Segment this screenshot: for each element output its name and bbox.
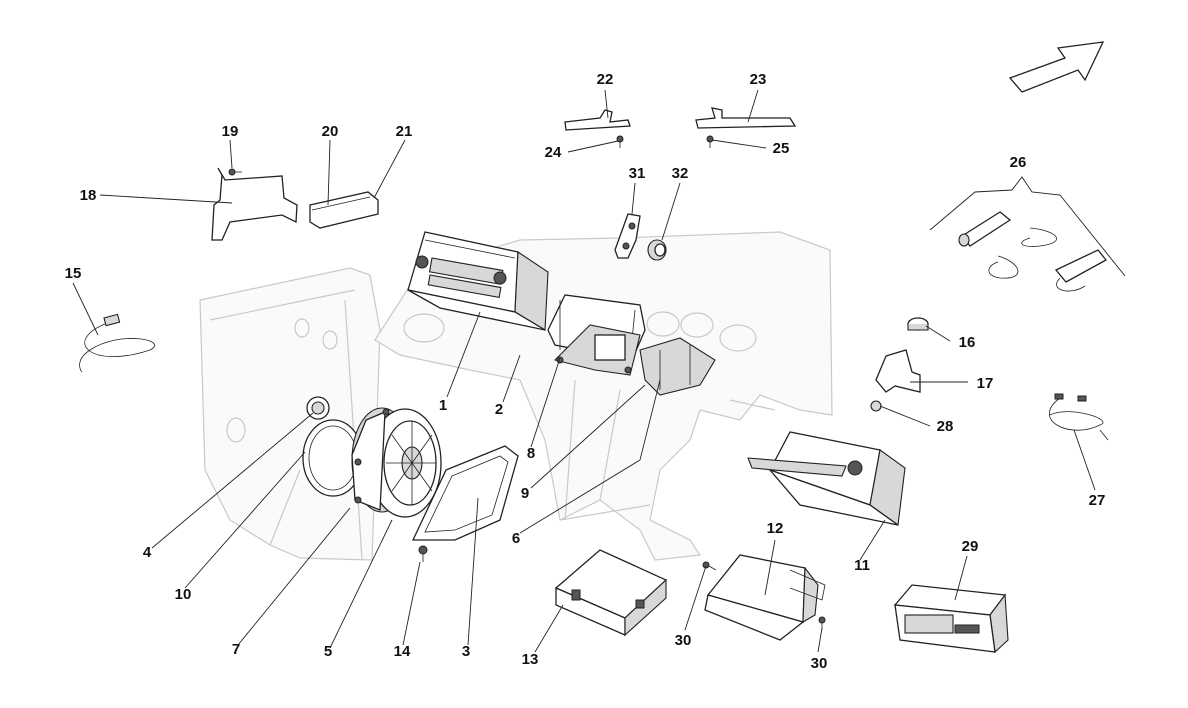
callout-28: 28 xyxy=(937,418,954,435)
callout-9: 9 xyxy=(521,485,529,502)
part-26-kit-group xyxy=(929,176,1126,292)
callout-31: 31 xyxy=(629,165,646,182)
callout-25: 25 xyxy=(773,140,790,157)
callout-21: 21 xyxy=(396,123,413,140)
callout-labels: 1 2 3 4 5 6 7 8 9 10 11 12 13 14 15 16 1… xyxy=(65,71,1106,672)
callout-15: 15 xyxy=(65,265,82,282)
callout-20: 20 xyxy=(322,123,339,140)
callout-26: 26 xyxy=(1010,154,1027,171)
callout-1: 1 xyxy=(439,397,447,414)
callout-14: 14 xyxy=(394,643,411,660)
callout-8: 8 xyxy=(527,445,535,462)
callout-2: 2 xyxy=(495,401,503,418)
part-15-cable xyxy=(79,313,155,373)
callout-17: 17 xyxy=(977,375,994,392)
callout-23: 23 xyxy=(750,71,767,88)
callout-27: 27 xyxy=(1089,492,1106,509)
callout-16: 16 xyxy=(959,334,976,351)
callout-24: 24 xyxy=(545,144,562,161)
callout-3: 3 xyxy=(462,643,470,660)
callout-5: 5 xyxy=(324,643,332,660)
callout-7: 7 xyxy=(232,641,240,658)
part-29-navigation-unit xyxy=(893,584,1009,654)
callout-30-left: 30 xyxy=(675,632,692,649)
part-31-clip xyxy=(614,213,641,259)
callout-13: 13 xyxy=(522,651,539,668)
direction-arrow-icon xyxy=(1008,41,1105,93)
part-7-woofer-bracket xyxy=(351,408,390,511)
part-9-bracket xyxy=(639,337,716,396)
part-20-module xyxy=(309,191,379,229)
part-13-amplifier xyxy=(554,549,668,637)
part-19-screw xyxy=(228,168,242,176)
part-23-bracket xyxy=(695,107,797,129)
part-11-head-unit xyxy=(747,431,906,526)
part-6-support xyxy=(559,504,651,521)
part-30-screw-right xyxy=(818,616,826,630)
part-32-grommet xyxy=(647,239,667,261)
part-1-radio-head-unit xyxy=(407,231,549,331)
callout-32: 32 xyxy=(672,165,689,182)
part-18-bracket-plate xyxy=(211,167,298,241)
ghost-door-panel xyxy=(199,267,381,561)
callout-30-right: 30 xyxy=(811,655,828,672)
callout-29: 29 xyxy=(962,538,979,555)
part-27-cable xyxy=(1049,393,1109,441)
part-22-bracket xyxy=(564,109,631,131)
part-12-changer xyxy=(704,554,826,641)
callout-12: 12 xyxy=(767,520,784,537)
leader-lines xyxy=(72,89,1096,653)
part-16-connector xyxy=(907,317,929,331)
part-21-bracket xyxy=(369,193,379,214)
callout-19: 19 xyxy=(222,123,239,140)
callout-10: 10 xyxy=(175,586,192,603)
part-30-screw-left xyxy=(702,561,717,571)
callout-4: 4 xyxy=(143,544,152,561)
part-3-speaker-gasket xyxy=(411,445,519,541)
part-25-screw xyxy=(706,135,714,148)
part-14-screw xyxy=(418,545,428,562)
part-28-nut xyxy=(870,400,882,412)
part-17-holder-bracket xyxy=(875,349,921,393)
callout-18: 18 xyxy=(80,187,97,204)
part-8-bracket xyxy=(553,324,641,376)
callout-22: 22 xyxy=(597,71,614,88)
callout-6: 6 xyxy=(512,530,520,547)
part-24-screw xyxy=(616,135,624,148)
callout-11: 11 xyxy=(854,557,870,574)
